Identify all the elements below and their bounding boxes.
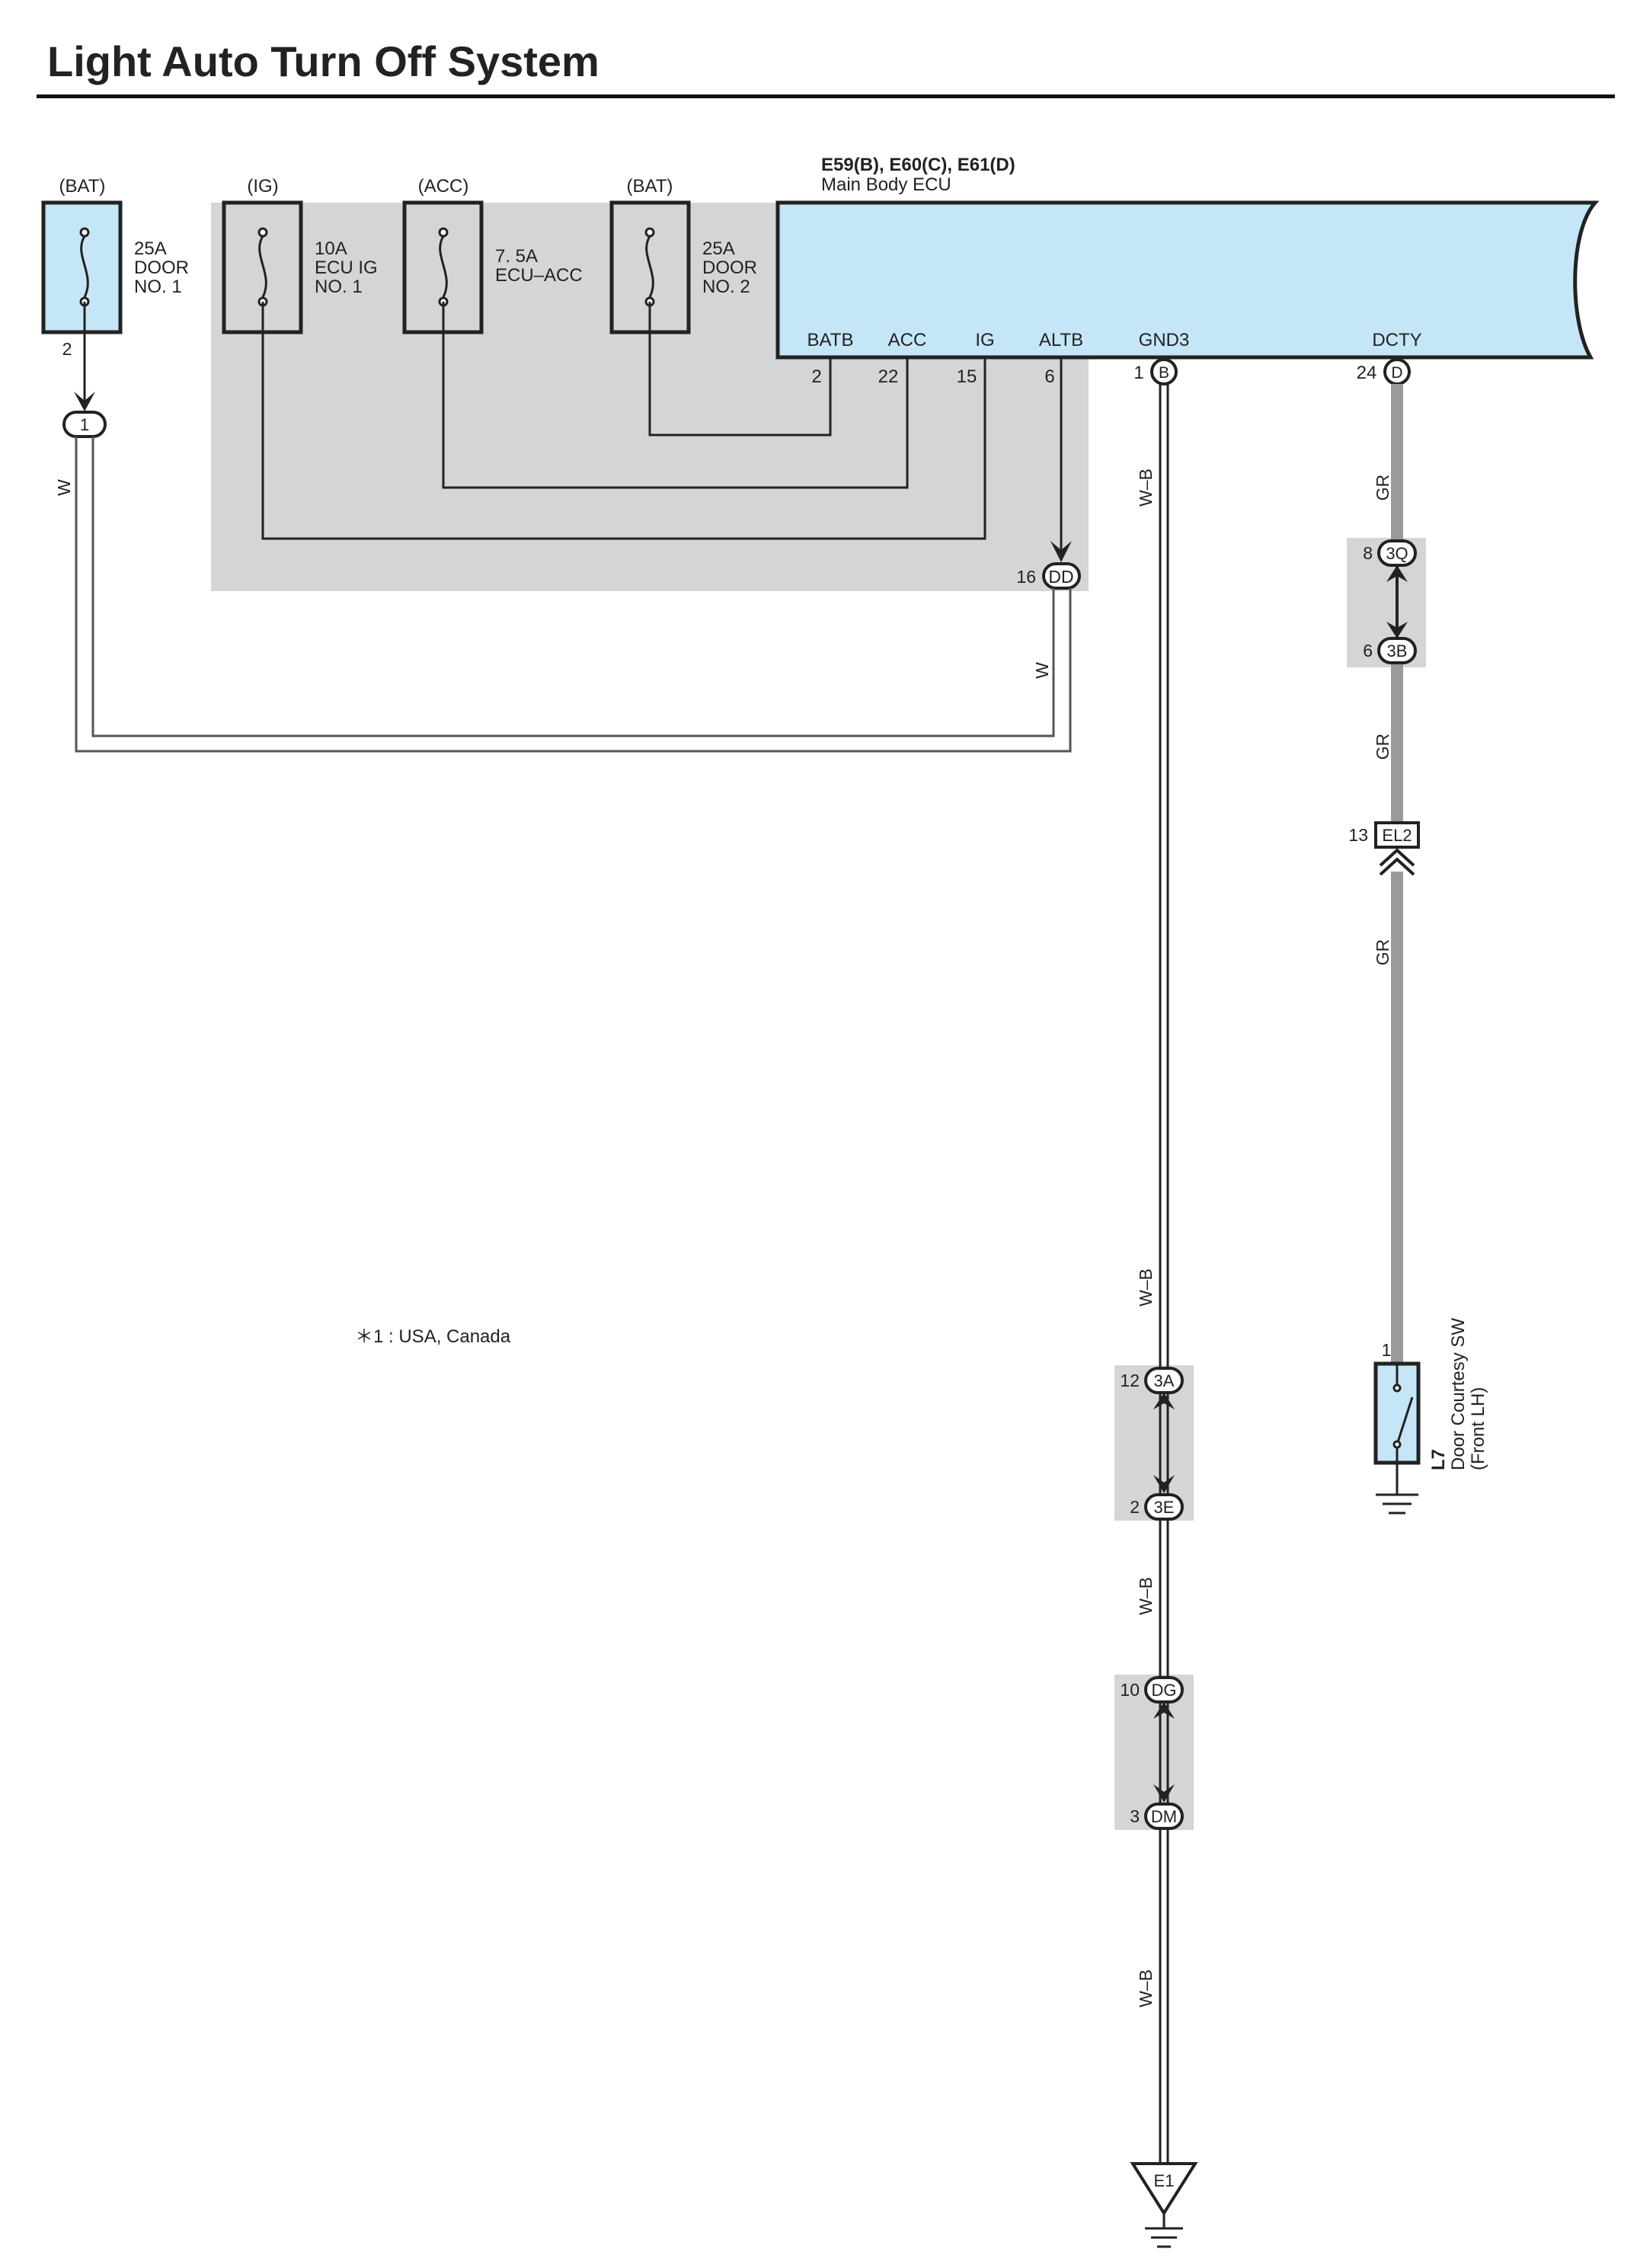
svg-text:25A DOOR NO. 1: 25A DOOR NO. 1 <box>134 238 194 297</box>
switch-code: L7 <box>1428 1449 1449 1470</box>
arrow-3a <box>1153 1393 1175 1409</box>
connector-dm-code: DM <box>1151 1807 1177 1826</box>
fuse-4-rating: 25A <box>702 238 735 259</box>
wire-color-gr-3: GR <box>1373 939 1392 966</box>
fuse-4-line2: DOOR <box>702 258 757 278</box>
pin-dcty: 24 <box>1357 363 1377 383</box>
terminal-altb: ALTB <box>1039 330 1083 350</box>
switch-name: Door Courtesy SW <box>1448 1318 1469 1470</box>
arrow-dm <box>1153 1784 1175 1803</box>
ecu-name: Main Body ECU <box>821 174 951 195</box>
junction-1 <box>62 411 107 438</box>
fuse-1-line3: NO. 1 <box>134 277 182 297</box>
fuse-3-source: (ACC) <box>418 176 469 197</box>
terminal-dcty: DCTY <box>1372 330 1421 350</box>
fuse-1-source: (BAT) <box>59 176 106 197</box>
connector-dg-code: DG <box>1152 1681 1177 1700</box>
pin-acc: 22 <box>878 366 899 387</box>
ground-e1-triangle <box>1130 2162 1198 2216</box>
wire-color-w-left: W <box>54 479 74 496</box>
switch-ground-symbol <box>1376 1463 1418 1515</box>
fuse-1-line2: DOOR <box>134 258 189 278</box>
ground-e1-label: E1 <box>1154 2171 1175 2190</box>
wire-w-loop <box>75 437 1072 753</box>
fuse-4-line3: NO. 2 <box>702 277 750 297</box>
terminal-batb: BATB <box>807 330 854 350</box>
wire-color-wb-2: W–B <box>1136 1268 1156 1307</box>
title-rule <box>37 94 1615 98</box>
svg-text:7. 5A ECU–ACC: 7. 5A ECU–ACC <box>495 246 583 286</box>
switch-pin: 1 <box>1382 1340 1392 1360</box>
internal-wires <box>261 302 1063 550</box>
connector-3a-pin: 12 <box>1120 1371 1140 1390</box>
wire-color-wb-4: W–B <box>1136 1969 1156 2007</box>
arrow-fuse1-junction <box>74 392 95 411</box>
connector-el2-code: EL2 <box>1382 826 1412 845</box>
fuse-1-rating: 25A <box>134 238 167 259</box>
arrow-altb-dd <box>1050 541 1072 562</box>
pin-gnd3: 1 <box>1133 363 1143 383</box>
pin-altb: 6 <box>1044 366 1054 387</box>
connector-3q-pin: 8 <box>1363 543 1373 563</box>
junction-1-label: 1 <box>80 415 89 434</box>
ecu-codes: E59(B), E60(C), E61(D) <box>821 155 1015 175</box>
connector-3b-pin: 6 <box>1363 641 1373 661</box>
wire-color-wb-1: W–B <box>1136 469 1156 507</box>
connector-3a-code: 3A <box>1154 1371 1175 1390</box>
terminal-ig: IG <box>975 330 994 350</box>
pin-ig: 15 <box>957 366 977 387</box>
switch-symbol <box>1392 1364 1414 1463</box>
connector-3b-code: 3B <box>1387 641 1408 661</box>
arrow-3q <box>1386 565 1408 582</box>
connector-dd-code: DD <box>1048 567 1073 587</box>
fuse-2-rating: 10A <box>315 238 347 259</box>
fuse1-pin: 2 <box>62 339 72 359</box>
wire-color-wb-3: W–B <box>1136 1577 1156 1615</box>
connector-dd <box>1042 562 1081 590</box>
arrow-dg <box>1153 1702 1175 1719</box>
connector-el2 <box>1374 821 1420 849</box>
switch-position: (Front LH) <box>1468 1387 1488 1470</box>
connector-3e-pin: 2 <box>1130 1497 1140 1517</box>
connector-3q-code: 3Q <box>1386 544 1408 563</box>
wire-color-gr-1: GR <box>1373 475 1392 501</box>
svg-text:25A DOOR NO. 2: 25A DOOR NO. 2 <box>702 238 763 297</box>
arrow-3e <box>1153 1475 1175 1493</box>
connector-dg-pin: 10 <box>1120 1680 1140 1700</box>
el2-chevrons <box>1379 848 1415 876</box>
page-title: Light Auto Turn Off System <box>47 37 599 85</box>
wire-color-w-right: W <box>1032 662 1052 679</box>
connector-3e-code: 3E <box>1154 1498 1175 1517</box>
pin-batb: 2 <box>811 366 821 387</box>
ground-e1-symbol <box>1145 2213 1183 2248</box>
arrow-3b <box>1386 622 1408 638</box>
pin-letter-d: D <box>1391 364 1402 382</box>
svg-text:10A ECU IG NO. 1: 10A ECU IG NO. 1 <box>315 238 382 297</box>
fuse-2-line3: NO. 1 <box>315 277 363 297</box>
footnote-usa-canada: ＊1 : USA, Canada <box>355 1326 511 1347</box>
wire-wb <box>1159 384 1169 2171</box>
main-body-ecu <box>775 200 1600 360</box>
connector-dd-pin: 16 <box>1016 567 1036 587</box>
fuse-3-rating: 7. 5A <box>495 246 538 267</box>
wire-color-gr-2: GR <box>1373 734 1392 760</box>
pin-circle-b <box>1150 358 1178 385</box>
terminal-gnd3: GND3 <box>1139 330 1190 350</box>
pin-letter-b: B <box>1159 364 1169 382</box>
fuse-2-source: (IG) <box>247 176 278 197</box>
connector-3e <box>1144 1493 1184 1521</box>
fuse-2-line2: ECU IG <box>315 258 378 278</box>
fuse-door-no1 <box>41 200 123 334</box>
connector-el2-pin: 13 <box>1348 825 1368 845</box>
connector-3b <box>1377 637 1417 664</box>
connector-dm <box>1144 1803 1184 1830</box>
fuse-3-line2: ECU–ACC <box>495 265 583 286</box>
fuse-4-source: (BAT) <box>627 176 673 197</box>
connector-dm-pin: 3 <box>1130 1806 1140 1826</box>
terminal-acc: ACC <box>888 330 927 350</box>
